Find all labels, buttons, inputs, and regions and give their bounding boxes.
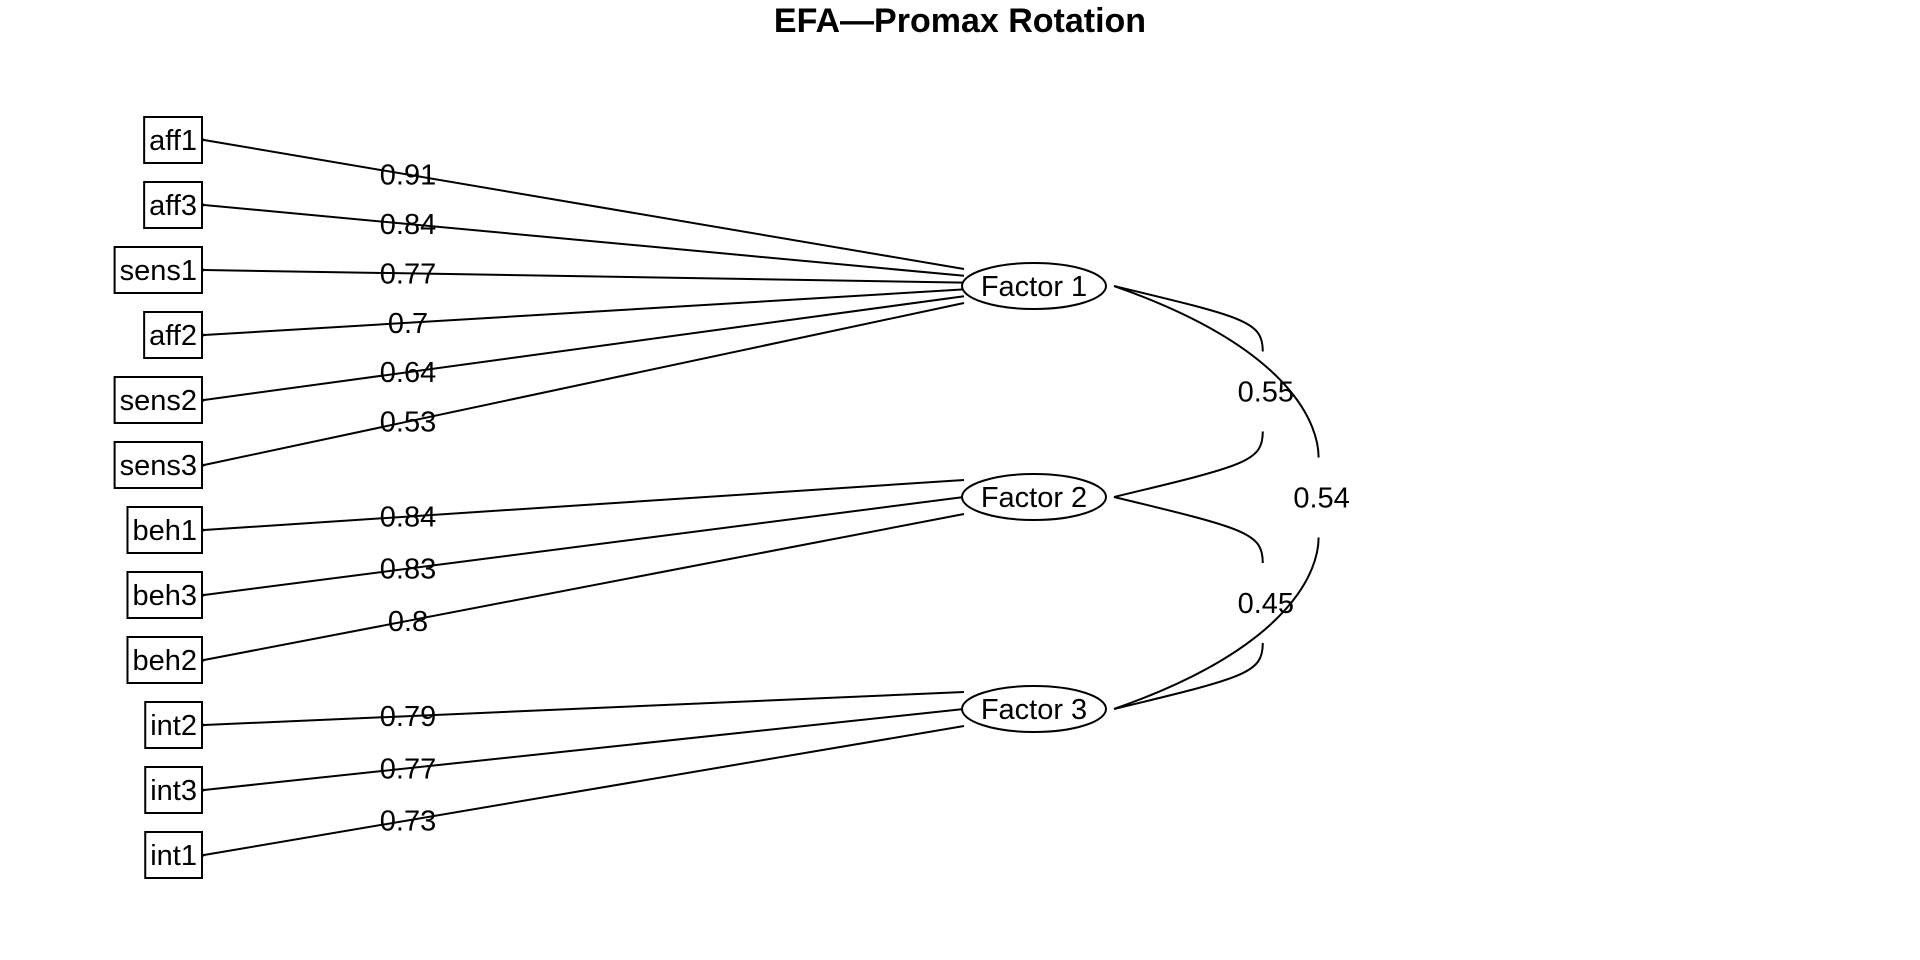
indicator-box — [113, 441, 203, 489]
indicator-label: aff3 — [149, 190, 197, 222]
loading-label: 0.91 — [380, 160, 436, 192]
indicator-box — [126, 506, 203, 554]
loading-arrow — [204, 288, 965, 335]
indicator-label: beh1 — [132, 515, 197, 547]
indicator-box — [144, 766, 203, 814]
indicator-label: int2 — [150, 710, 197, 742]
loading-arrow — [204, 496, 965, 595]
indicator-box — [126, 636, 203, 684]
factor-ellipse — [961, 262, 1107, 310]
indicator-label: beh3 — [132, 580, 197, 612]
indicator-label: sens2 — [120, 385, 197, 417]
loading-arrow — [204, 302, 965, 465]
factor-ellipse — [961, 473, 1107, 521]
indicator-box — [113, 376, 203, 424]
edges-layer — [204, 140, 965, 855]
loading-arrow — [204, 140, 965, 270]
factor-ellipse — [961, 685, 1107, 733]
indicator-label: int1 — [150, 840, 197, 872]
indicator-box — [143, 116, 203, 164]
loading-label: 0.7 — [388, 308, 428, 340]
loading-label: 0.84 — [380, 502, 436, 534]
loading-arrow — [204, 708, 965, 790]
loading-label: 0.8 — [388, 606, 428, 638]
loading-arrow — [204, 513, 965, 660]
indicator-label: aff1 — [149, 125, 197, 157]
loading-label: 0.79 — [380, 701, 436, 733]
loading-label: 0.53 — [380, 407, 436, 439]
indicator-box — [113, 246, 203, 294]
loading-label: 0.77 — [380, 753, 436, 785]
indicator-label: aff2 — [149, 320, 197, 352]
loading-arrow — [204, 691, 965, 725]
loading-label: 0.64 — [380, 357, 436, 389]
correlation-curves-layer — [1113, 285, 1320, 710]
loading-label: 0.83 — [380, 554, 436, 586]
loading-label: 0.73 — [380, 805, 436, 837]
loading-arrow — [204, 479, 965, 530]
indicator-box — [143, 181, 203, 229]
indicator-box — [144, 831, 203, 879]
correlation-curve — [1113, 537, 1320, 710]
correlation-curve — [1113, 285, 1264, 352]
indicator-box — [144, 701, 203, 749]
labels-layer: 0.91 0.84 0.77 0.7 0.64 0.53 0.84 0.83 0.8 0.79 0.… — [380, 160, 1350, 838]
loading-arrow — [204, 205, 965, 277]
correlation-curve — [1113, 642, 1264, 710]
factor-label: Factor 3 — [981, 694, 1087, 726]
diagram-title: EFA—Promax Rotation — [774, 2, 1146, 40]
loading-arrow — [204, 725, 965, 855]
correlation-label: 0.54 — [1293, 483, 1349, 515]
indicator-label: beh2 — [132, 645, 197, 677]
loading-label: 0.77 — [380, 258, 436, 290]
correlation-curve — [1113, 496, 1264, 564]
loading-arrow — [204, 270, 965, 284]
factor-label: Factor 1 — [981, 271, 1087, 303]
loading-label: 0.84 — [380, 209, 436, 241]
nodes-layer: aff1 aff3 sens1 aff2 sens2 sens3 beh1 beh3 beh2 i… — [113, 116, 1107, 879]
correlation-curve — [1113, 431, 1264, 498]
indicator-box — [143, 311, 203, 359]
correlation-label: 0.45 — [1238, 588, 1294, 620]
indicator-label: sens1 — [120, 255, 197, 287]
correlation-curve — [1113, 285, 1320, 458]
correlation-label: 0.55 — [1238, 377, 1294, 409]
indicator-box — [126, 571, 203, 619]
factor-label: Factor 2 — [981, 482, 1087, 514]
indicator-label: sens3 — [120, 450, 197, 482]
indicator-label: int3 — [150, 775, 197, 807]
loading-arrow — [204, 295, 965, 400]
